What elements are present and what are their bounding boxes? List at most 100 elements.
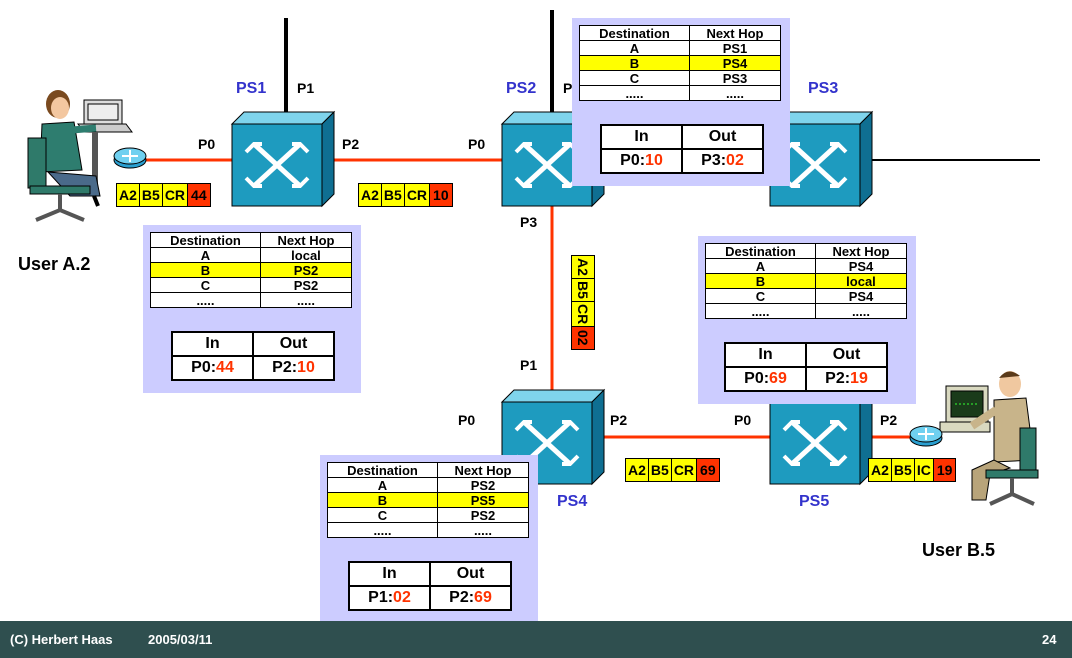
switch-ps5 (770, 390, 872, 484)
header-label: 02 (572, 327, 594, 349)
cell: PS2 (259, 262, 353, 278)
page-number: 24 (1042, 632, 1057, 647)
col-header: Next Hop (436, 462, 530, 478)
port: P1: (368, 589, 394, 606)
label-value: 02 (726, 152, 744, 169)
port: P0: (744, 370, 770, 387)
col-header: Out (681, 124, 764, 150)
cell: PS2 (436, 477, 530, 493)
label-value: 69 (769, 370, 787, 387)
user-b-label: User B.5 (922, 540, 996, 560)
footer-author: (C) Herbert Haas (10, 632, 113, 647)
cell: PS1 (688, 40, 782, 56)
header-field: A2 (572, 256, 594, 279)
ps2-name: PS2 (506, 80, 537, 97)
cell: C (327, 507, 438, 523)
cell: PS4 (688, 55, 782, 71)
header-field: A2 (626, 459, 649, 481)
port: P3: (701, 152, 727, 169)
port-label: P1 (520, 357, 538, 373)
label-value: 02 (393, 589, 411, 606)
header-field: CR (404, 184, 431, 206)
port-label: P0 (734, 412, 752, 428)
header-label: 19 (933, 459, 956, 481)
port: P0: (191, 359, 217, 376)
port-label: P0 (458, 412, 476, 428)
col-header: Destination (705, 243, 816, 259)
col-header: Out (805, 342, 888, 368)
header-label: 10 (430, 184, 452, 206)
header-field: CR (572, 301, 594, 328)
header-field: A2 (117, 184, 140, 206)
in-cell: P0:10 (600, 148, 683, 174)
col-header: Next Hop (259, 232, 353, 248)
cell: ..... (579, 85, 690, 101)
ps3-name: PS3 (808, 80, 839, 97)
col-header: Next Hop (814, 243, 908, 259)
cell: local (814, 273, 908, 289)
header-field: B5 (572, 278, 594, 302)
user-a-label: User A.2 (18, 254, 91, 274)
col-header: Next Hop (688, 25, 782, 41)
col-header: In (171, 331, 254, 357)
cell: ..... (688, 85, 782, 101)
header-label: 44 (188, 184, 210, 206)
in-cell: P1:02 (348, 585, 431, 611)
cell: PS5 (436, 492, 530, 508)
cell: C (579, 70, 690, 86)
header-field: CR (671, 459, 698, 481)
cell: A (705, 258, 816, 274)
header-field: B5 (381, 184, 405, 206)
header-field: B5 (648, 459, 672, 481)
port-label: P0 (198, 136, 216, 152)
header-label: 69 (697, 459, 719, 481)
out-cell: P3:02 (681, 148, 764, 174)
header-field: A2 (359, 184, 382, 206)
cell: PS4 (814, 258, 908, 274)
user-b-figure (909, 371, 1039, 506)
header-field: CR (162, 184, 189, 206)
label-value: 10 (297, 359, 315, 376)
label-value: 44 (216, 359, 234, 376)
col-header: In (348, 561, 431, 587)
label-value: 19 (850, 370, 868, 387)
switch-ps1 (232, 112, 334, 206)
port-label: P2 (880, 412, 898, 428)
port-label: P0 (468, 136, 486, 152)
footer-bar: (C) Herbert Haas 2005/03/11 24 (0, 621, 1072, 658)
col-header: Destination (579, 25, 690, 41)
ps1-name: PS1 (236, 80, 267, 97)
cell: ..... (150, 292, 261, 308)
header-field: B5 (139, 184, 163, 206)
label-value: 10 (645, 152, 663, 169)
cell: A (150, 247, 261, 263)
cell: C (150, 277, 261, 293)
cell: ..... (436, 522, 530, 538)
col-header: In (724, 342, 807, 368)
cell: A (327, 477, 438, 493)
col-header: Destination (150, 232, 261, 248)
port-label: P2 (610, 412, 628, 428)
out-cell: P2:19 (805, 366, 888, 392)
cell: B (327, 492, 438, 508)
label-value: 69 (474, 589, 492, 606)
port-label: P (563, 80, 573, 96)
cell: A (579, 40, 690, 56)
cell: PS4 (814, 288, 908, 304)
header-field: IC (914, 459, 934, 481)
cell: PS2 (436, 507, 530, 523)
col-header: Destination (327, 462, 438, 478)
out-cell: P2:10 (252, 355, 335, 381)
